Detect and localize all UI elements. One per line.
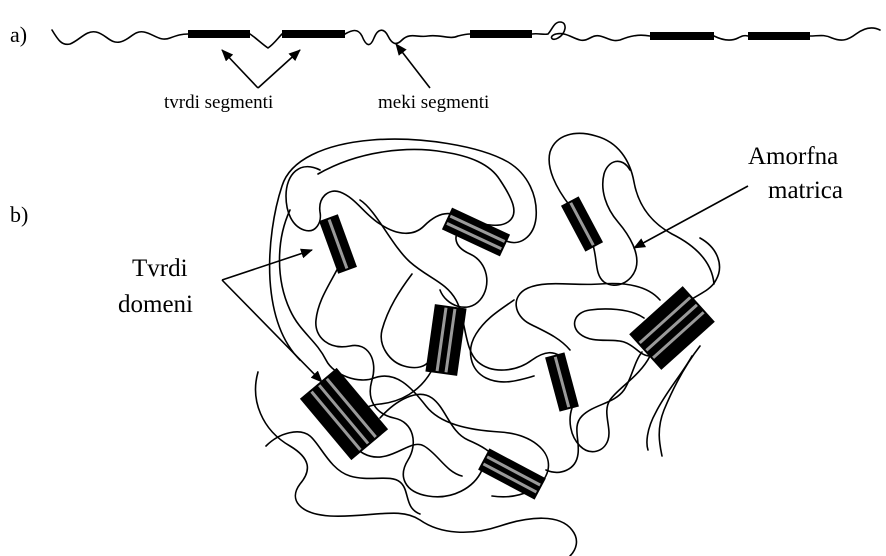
soft-chain [317, 148, 515, 309]
soft-segment [531, 21, 651, 42]
hard-domain [441, 207, 511, 257]
soft-chain [573, 308, 651, 357]
soft-chain [254, 371, 578, 556]
soft-chain [265, 431, 421, 515]
soft-segment [249, 33, 283, 49]
hard-segment [470, 30, 532, 38]
soft-chain [315, 263, 483, 498]
hard-domain [545, 352, 579, 412]
hard-domain-arrow [221, 279, 323, 383]
soft-chain [268, 138, 538, 361]
part-a-label: a) [10, 22, 27, 47]
amorphous-network [254, 132, 721, 556]
hard-segment-arrow [221, 49, 259, 89]
soft-segment [809, 27, 881, 41]
amorphous-matrix-label-line1: Amorfna [748, 143, 838, 170]
soft-chain [545, 351, 643, 474]
soft-chain [348, 369, 463, 477]
soft-chain [591, 160, 638, 286]
hard-segment [650, 32, 714, 40]
soft-segment [713, 34, 749, 41]
soft-chain [379, 393, 497, 461]
soft-chain [380, 273, 431, 369]
soft-chain [646, 355, 693, 451]
hard-domains-label-line1: Tvrdi [132, 255, 188, 282]
hard-segments-label: tvrdi segmenti [164, 92, 273, 113]
soft-chain [548, 132, 715, 285]
soft-segment [344, 29, 471, 46]
hard-domain [478, 448, 546, 500]
soft-segment-arrow [395, 43, 431, 89]
amorphous-matrix-arrow [633, 185, 749, 249]
hard-domain [560, 196, 604, 252]
hard-domain-arrow [221, 248, 313, 281]
hard-segment [282, 30, 345, 38]
hard-domains [299, 196, 715, 500]
soft-chain [515, 282, 661, 351]
soft-segments-label: meki segmenti [378, 92, 489, 113]
soft-chain [569, 355, 651, 453]
soft-chain [285, 165, 453, 235]
hard-domain [629, 286, 715, 370]
hard-domains-label-line2: domeni [118, 291, 193, 318]
linear-chain [51, 21, 881, 49]
hard-domain [319, 214, 357, 274]
hard-segment [188, 30, 250, 38]
soft-chain [469, 299, 535, 383]
soft-chain [689, 237, 721, 301]
hard-domain [425, 304, 467, 376]
part-b-label: b) [10, 202, 28, 227]
amorphous-matrix-label-line2: matrica [768, 177, 843, 204]
hard-domain [299, 367, 389, 461]
hard-segment-arrow [257, 49, 301, 89]
soft-chain [278, 209, 550, 498]
hard-segment [748, 32, 810, 40]
soft-segment [51, 29, 189, 46]
